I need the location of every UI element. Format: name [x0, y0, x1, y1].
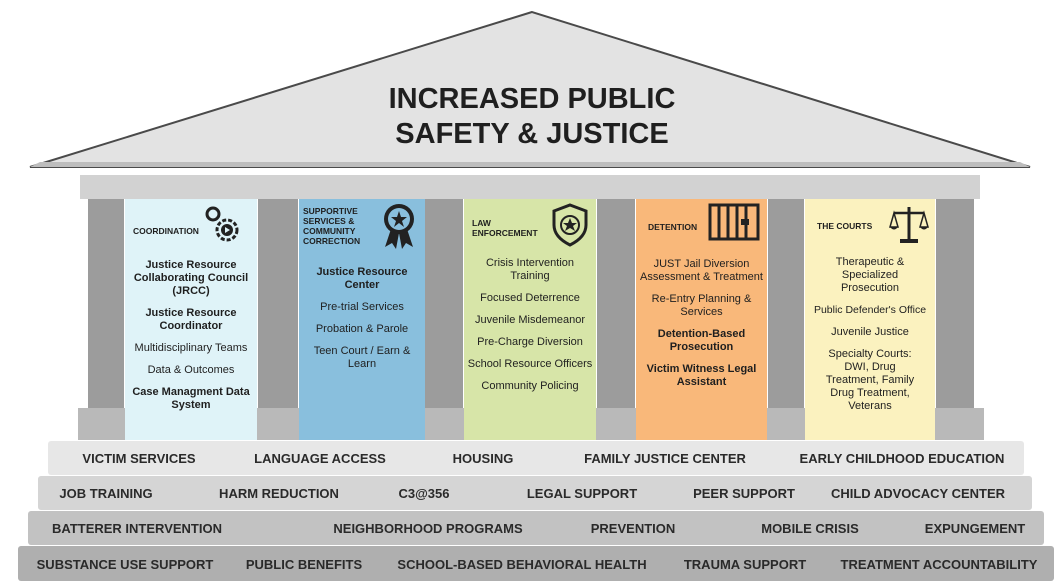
column-base	[78, 408, 134, 440]
column	[88, 199, 124, 440]
step-label: FAMILY JUSTICE CENTER	[584, 451, 746, 466]
step-label: PUBLIC BENEFITS	[245, 557, 363, 572]
step-label: VICTIM SERVICES	[82, 451, 196, 466]
pillar-heading: THE COURTS	[817, 221, 873, 231]
pillar-items: Justice Resource Collaborating Council (…	[125, 259, 257, 421]
pillar-item: Victim Witness Legal Assistant	[646, 363, 757, 388]
pillar-coordination: COORDINATION Justice Resource Collaborat…	[125, 199, 257, 440]
foundation-step-4	[18, 546, 1054, 581]
pillar-item: Case Managment Data System	[132, 386, 250, 411]
pillar-heading: LAW ENFORCEMENT	[472, 218, 538, 238]
pillar-item: JUST Jail Diversion Assessment & Treatme…	[640, 258, 763, 283]
step-label: BATTERER INTERVENTION	[52, 521, 222, 536]
step-label: LANGUAGE ACCESS	[254, 451, 386, 466]
step-label: C3@356	[398, 486, 450, 501]
roof-shadow	[30, 162, 1030, 167]
pillar-item: Justice Resource Collaborating Council (…	[133, 259, 249, 297]
step-label: EXPUNGEMENT	[924, 521, 1026, 536]
pillar-item: School Resource Officers	[467, 358, 593, 370]
roof-title-line2: SAFETY & JUSTICE	[395, 118, 669, 150]
pillar-item: Therapeutic & Specialized Prosecution	[835, 256, 905, 294]
step-label: EARLY CHILDHOOD EDUCATION	[799, 451, 1005, 466]
pillar-item: Multidisciplinary Teams	[134, 342, 248, 354]
award-ribbon-icon	[384, 204, 414, 249]
roof-title: INCREASED PUBLIC SAFETY & JUSTICE	[300, 82, 764, 152]
pillar-item: Justice Resource Center	[316, 266, 408, 291]
step-label: LEGAL SUPPORT	[526, 486, 638, 501]
column	[597, 199, 635, 440]
pillar-items: Therapeutic & Specialized Prosecution Pu…	[805, 256, 935, 422]
column-base	[590, 408, 642, 440]
column-base	[250, 408, 306, 440]
foundation-step-1	[48, 441, 1024, 475]
pillar-item: Pre-trial Services	[320, 301, 404, 313]
pillar-item: Juvenile Misdemeanor	[474, 314, 586, 326]
pillar-heading: DETENTION	[648, 222, 698, 232]
step-label: CHILD ADVOCACY CENTER	[830, 486, 1006, 501]
pillar-items: Crisis Intervention Training Focused Det…	[464, 257, 596, 402]
column	[425, 199, 463, 440]
pillar-item: Juvenile Justice	[831, 326, 909, 338]
column	[936, 199, 974, 440]
entablature	[80, 175, 980, 199]
pillar-item: Public Defender's Office	[813, 304, 927, 316]
pillar-item: Detention-Based Prosecution	[657, 328, 746, 353]
roof-title-line1: INCREASED PUBLIC	[388, 83, 676, 115]
pillar-the-courts: THE COURTS Therapeutic & Specialized Pro…	[805, 199, 935, 440]
step-label: JOB TRAINING	[59, 486, 153, 501]
column-base	[760, 408, 812, 440]
column	[768, 199, 804, 440]
pillar-item: Specialty Courts: DWI, Drug Treatment, F…	[825, 348, 915, 412]
gears-icon	[205, 206, 239, 242]
pillar-item: Data & Outcomes	[147, 364, 235, 376]
pillar-item: Justice Resource Coordinator	[145, 307, 237, 332]
step-label: TRAUMA SUPPORT	[683, 557, 807, 572]
step-label: MOBILE CRISIS	[761, 521, 859, 536]
pillar-heading: COORDINATION	[133, 226, 199, 236]
column	[258, 199, 298, 440]
step-label: PEER SUPPORT	[693, 486, 795, 501]
pillar-item: Crisis Intervention Training	[485, 257, 575, 282]
police-badge-icon	[552, 203, 588, 247]
foundation-step-3	[28, 511, 1044, 545]
pillar-heading: SUPPORTIVE SERVICES & COMMUNITY CORRECTI…	[303, 206, 361, 246]
roof	[29, 10, 1031, 199]
pillar-item: Focused Deterrence	[480, 292, 580, 304]
step-label: HOUSING	[452, 451, 514, 466]
pillar-item: Probation & Parole	[315, 323, 409, 335]
column-base	[418, 408, 470, 440]
pillar-law-enforcement: LAW ENFORCEMENT Crisis Intervention Trai…	[464, 199, 596, 440]
pillar-item: Pre-Charge Diversion	[477, 336, 583, 348]
step-label: SUBSTANCE USE SUPPORT	[36, 557, 214, 572]
column-base	[928, 408, 984, 440]
pillar-item: Community Policing	[481, 380, 579, 392]
scales-of-justice-icon	[889, 207, 929, 243]
step-label: PREVENTION	[590, 521, 676, 536]
pillar-detention: DETENTION JUST Jail Diversion Assessment…	[636, 199, 767, 440]
step-label: HARM REDUCTION	[219, 486, 339, 501]
foundation-step-2	[38, 476, 1032, 510]
step-label: NEIGHBORHOOD PROGRAMS	[333, 521, 523, 536]
jail-cell-icon	[708, 203, 760, 241]
pillar-items: Justice Resource Center Pre-trial Servic…	[299, 266, 425, 380]
step-label: TREATMENT ACCOUNTABILITY	[840, 557, 1038, 572]
step-label: SCHOOL-BASED BEHAVIORAL HEALTH	[397, 557, 647, 572]
pillar-item: Teen Court / Earn & Learn	[313, 345, 411, 370]
pillar-items: JUST Jail Diversion Assessment & Treatme…	[636, 258, 767, 398]
pillar-supportive-services: SUPPORTIVE SERVICES & COMMUNITY CORRECTI…	[299, 199, 425, 440]
pillar-item: Re-Entry Planning & Services	[651, 293, 752, 318]
